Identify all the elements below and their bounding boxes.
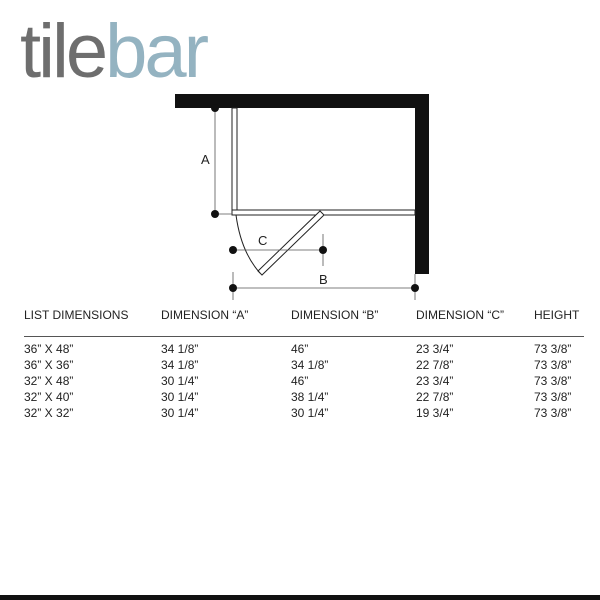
cell-dimension-c: 22 7/8”	[416, 390, 454, 404]
dimension-b-left-dot	[229, 284, 237, 292]
table-row: 32” X 32” 30 1/4” 30 1/4” 19 3/4” 73 3/8…	[24, 405, 584, 421]
cell-list-dimension: 32” X 32”	[24, 406, 74, 420]
cell-list-dimension: 32” X 48”	[24, 374, 74, 388]
back-wall	[175, 94, 429, 108]
cell-height: 73 3/8”	[534, 390, 572, 404]
dimension-a-bottom-dot	[211, 210, 219, 218]
header-dimension-c: DIMENSION “C”	[416, 308, 534, 337]
cell-dimension-a: 30 1/4”	[161, 390, 199, 404]
logo-text-bar: bar	[105, 9, 209, 94]
cell-dimension-b: 46”	[291, 374, 309, 388]
cell-height: 73 3/8”	[534, 406, 572, 420]
header-height: HEIGHT	[534, 308, 584, 337]
cell-dimension-b: 38 1/4”	[291, 390, 329, 404]
dimension-b-label: B	[319, 272, 328, 287]
table-row: 36” X 36” 34 1/8” 34 1/8” 22 7/8” 73 3/8…	[24, 357, 584, 373]
cell-dimension-c: 22 7/8”	[416, 358, 454, 372]
cell-list-dimension: 36” X 48”	[24, 342, 74, 356]
header-dimension-b: DIMENSION “B”	[291, 308, 416, 337]
table-row: 32” X 48” 30 1/4” 46” 23 3/4” 73 3/8”	[24, 373, 584, 389]
cell-dimension-c: 19 3/4”	[416, 406, 454, 420]
cell-dimension-a: 30 1/4”	[161, 406, 199, 420]
cell-dimension-c: 23 3/4”	[416, 374, 454, 388]
table-row: 32” X 40” 30 1/4” 38 1/4” 22 7/8” 73 3/8…	[24, 389, 584, 405]
dimensions-table: LIST DIMENSIONS DIMENSION “A” DIMENSION …	[24, 308, 584, 421]
cell-height: 73 3/8”	[534, 342, 572, 356]
shower-door-diagram: A C B	[175, 94, 429, 300]
cell-dimension-a: 34 1/8”	[161, 358, 199, 372]
cell-list-dimension: 32” X 40”	[24, 390, 74, 404]
cell-dimension-c: 23 3/4”	[416, 342, 454, 356]
table-header-row: LIST DIMENSIONS DIMENSION “A” DIMENSION …	[24, 308, 584, 337]
header-dimension-a: DIMENSION “A”	[161, 308, 291, 337]
cell-height: 73 3/8”	[534, 358, 572, 372]
dimension-a-top-dot	[211, 104, 219, 112]
table-row: 36” X 48” 34 1/8” 46” 23 3/4” 73 3/8”	[24, 337, 584, 358]
cell-list-dimension: 36” X 36”	[24, 358, 74, 372]
logo-text-tile: tile	[20, 9, 108, 94]
tilebar-logo: tilebar	[20, 2, 209, 102]
header-list-dimensions: LIST DIMENSIONS	[24, 308, 161, 337]
fixed-glass-panel	[231, 107, 238, 216]
cell-dimension-b: 46”	[291, 342, 309, 356]
cell-dimension-a: 34 1/8”	[161, 342, 199, 356]
bottom-border-bar	[0, 595, 600, 600]
cell-dimension-a: 30 1/4”	[161, 374, 199, 388]
dimension-c-left-dot	[229, 246, 237, 254]
cell-height: 73 3/8”	[534, 374, 572, 388]
door-panel	[257, 210, 325, 276]
side-wall	[415, 94, 429, 274]
cell-dimension-b: 34 1/8”	[291, 358, 329, 372]
dimension-a-label: A	[201, 152, 210, 167]
door-swing-arc	[235, 214, 261, 274]
dimension-c-right-dot	[319, 246, 327, 254]
dimension-b-right-dot	[411, 284, 419, 292]
dimension-c-label: C	[258, 233, 267, 248]
cell-dimension-b: 30 1/4”	[291, 406, 329, 420]
